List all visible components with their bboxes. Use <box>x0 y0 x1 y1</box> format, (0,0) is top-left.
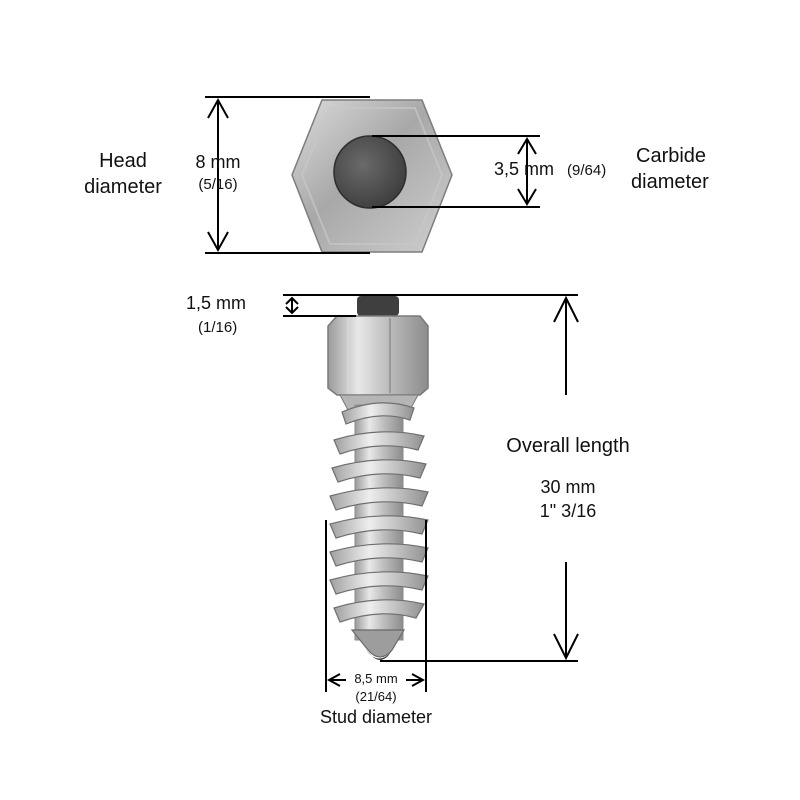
protrusion-dimension <box>283 294 578 317</box>
stud-diameter-title: Stud diameter <box>319 707 433 727</box>
carbide-tip <box>357 296 399 316</box>
carbide-diameter-title-line1: Carbide <box>636 145 707 167</box>
hex-head-side <box>327 315 429 396</box>
hex-head-top-view <box>291 99 453 253</box>
stud-side-view <box>327 296 429 660</box>
carbide-pin-top <box>333 135 407 209</box>
overall-length-mm: 30 mm <box>540 477 596 497</box>
threads <box>329 402 429 623</box>
protrusion-mm: 1,5 mm <box>186 293 247 313</box>
stud-diameter-mm: 8,5 mm <box>354 671 398 686</box>
protrusion-inch: (1/16) <box>198 319 238 336</box>
stud-diameter-dimension <box>325 520 427 692</box>
head-diameter-mm: 8 mm <box>195 152 241 172</box>
stud-diameter-inch: (21/64) <box>355 689 397 704</box>
head-diameter-inch: (5/16) <box>198 176 238 193</box>
carbide-diameter-inch: (9/64) <box>567 162 607 179</box>
head-diameter-dimension <box>205 96 370 254</box>
overall-length-inch: 1" 3/16 <box>539 501 597 521</box>
carbide-diameter-dimension <box>372 135 540 208</box>
head-diameter-title-line2: diameter <box>84 176 162 198</box>
carbide-diameter-title-line2: diameter <box>631 171 709 193</box>
carbide-diameter-mm: 3,5 mm <box>494 159 555 179</box>
overall-length-dimension <box>380 295 579 662</box>
head-diameter-title-line1: Head <box>99 150 147 172</box>
overall-length-title: Overall length <box>506 435 630 457</box>
